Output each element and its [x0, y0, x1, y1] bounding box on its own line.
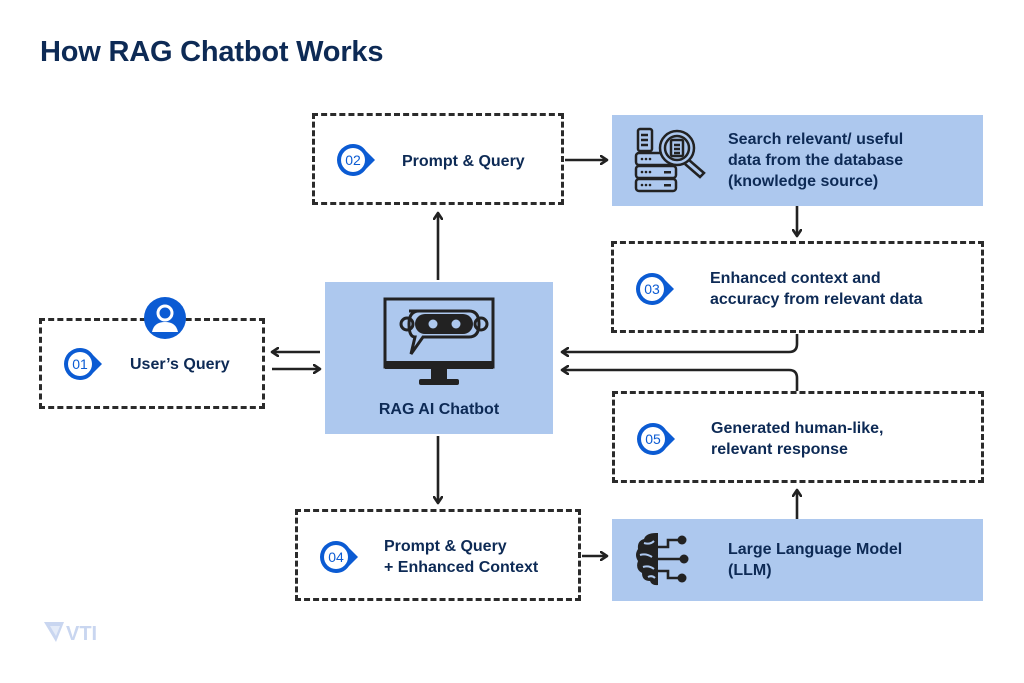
search-label: Search relevant/ useful data from the da… [728, 129, 903, 192]
llm-label-line2: (LLM) [728, 562, 772, 579]
svg-text:05: 05 [645, 431, 661, 447]
vti-logo-mark: VTI [44, 622, 97, 645]
step-05-label-line2: relevant response [711, 441, 848, 458]
step-02-badge: 02 [337, 144, 375, 176]
step-05-label: Generated human-like, relevant response [711, 418, 884, 460]
step-05-response: 05 Generated human-like, relevant respon… [612, 391, 984, 483]
search-label-line2: data from the database [728, 152, 904, 169]
llm-label-line1: Large Language Model [728, 541, 903, 558]
brain-circuit-icon [636, 533, 689, 586]
step-03-label-line1: Enhanced context and [710, 270, 881, 287]
search-database-box: Search relevant/ useful data from the da… [612, 115, 983, 206]
vti-logo: VTI [42, 618, 114, 653]
step-04-badge: 04 [320, 541, 358, 573]
svg-text:04: 04 [328, 549, 344, 565]
user-icon [144, 297, 186, 339]
step-02-prompt-query: 02 Prompt & Query [312, 113, 564, 205]
step-04-label-line2: + Enhanced Context [384, 559, 539, 576]
svg-text:03: 03 [644, 281, 660, 297]
rag-ai-chatbot-box: RAG AI Chatbot [325, 282, 553, 434]
chatbot-monitor-icon [383, 297, 495, 385]
step-05-label-line1: Generated human-like, [711, 420, 884, 437]
llm-box: Large Language Model (LLM) [612, 519, 983, 601]
svg-text:VTI: VTI [66, 623, 97, 645]
arrow-enhanced-to-chatbot [562, 334, 799, 352]
step-01-label: User’s Query [130, 356, 230, 373]
search-label-line1: Search relevant/ useful [728, 131, 904, 148]
arrow-response-to-chatbot [562, 370, 799, 391]
step-04-label-line1: Prompt & Query [384, 538, 507, 555]
step-03-label: Enhanced context and accuracy from relev… [710, 268, 923, 310]
step-03-badge: 03 [636, 273, 674, 305]
database-search-icon [634, 127, 706, 193]
svg-text:02: 02 [345, 152, 361, 168]
step-01-badge: 01 [64, 348, 102, 380]
step-02-label: Prompt & Query [402, 153, 525, 170]
chatbot-label: RAG AI Chatbot [378, 401, 500, 418]
step-03-enhanced-context: 03 Enhanced context and accuracy from re… [611, 241, 984, 333]
step-01-user-query: 01 User’s Query [39, 318, 265, 409]
step-04-prompt-enhanced-context: 04 Prompt & Query + Enhanced Context [295, 509, 581, 601]
step-03-label-line2: accuracy from relevant data [710, 291, 923, 308]
step-04-label: Prompt & Query + Enhanced Context [384, 536, 538, 578]
search-label-line3: (knowledge source) [728, 173, 879, 190]
svg-text:01: 01 [72, 356, 88, 372]
step-05-badge: 05 [637, 423, 675, 455]
llm-label: Large Language Model (LLM) [728, 539, 902, 581]
diagram-title: How RAG Chatbot Works [40, 36, 384, 68]
